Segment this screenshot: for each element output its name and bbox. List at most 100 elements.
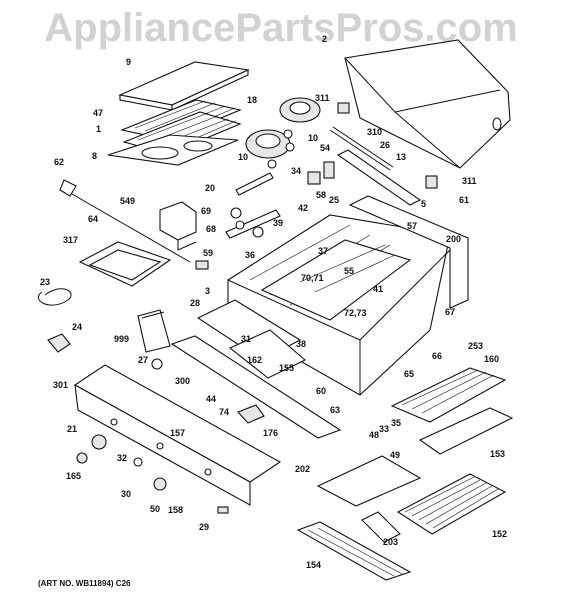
- part-label: 1: [96, 124, 102, 134]
- part-label: 8: [92, 151, 98, 161]
- part-label: 41: [373, 284, 384, 294]
- knob-part: [76, 452, 88, 464]
- rotisserie-motor-part: [159, 201, 197, 241]
- part-label: 311: [315, 93, 330, 103]
- knob-part: [195, 260, 209, 270]
- part-label: 21: [67, 424, 78, 434]
- part-label: 48: [369, 430, 380, 440]
- cover-part: [316, 455, 422, 507]
- part-label: 33: [379, 424, 390, 434]
- part-label: 13: [396, 152, 407, 162]
- part-label: 55: [344, 266, 355, 276]
- part-label: 31: [241, 334, 252, 344]
- burner-part: [245, 97, 321, 169]
- part-label: 64: [88, 214, 99, 224]
- part-label: 26: [380, 140, 391, 150]
- part-label: 59: [203, 248, 214, 258]
- bracket-part: [337, 102, 350, 114]
- control-panel-part: [73, 364, 282, 506]
- valve-bracket-part: [225, 209, 281, 239]
- part-label: 35: [391, 418, 402, 428]
- part-label: 310: [367, 127, 383, 137]
- bracket-part: [361, 511, 401, 543]
- warming-rack-part: [390, 367, 507, 423]
- knob-part: [151, 358, 163, 370]
- bracket-part: [237, 404, 265, 424]
- part-label: 25: [329, 195, 340, 205]
- spit-rod-part: [64, 189, 191, 263]
- part-label: 38: [296, 339, 307, 349]
- part-label: 61: [459, 195, 470, 205]
- part-label: 152: [492, 529, 508, 539]
- part-label: 36: [245, 250, 256, 260]
- part-label: 42: [298, 203, 309, 213]
- part-label: 317: [63, 235, 79, 245]
- part-label: 23: [40, 277, 51, 287]
- part-label: 311: [462, 176, 477, 186]
- part-label: 2: [322, 34, 328, 44]
- part-label: 37: [318, 246, 329, 256]
- bracket-part: [307, 171, 321, 185]
- part-label: 62: [54, 157, 65, 167]
- part-label: 58: [316, 190, 327, 200]
- bracket-part: [323, 161, 335, 179]
- part-label: 10: [238, 152, 249, 162]
- part-label: 5: [421, 199, 427, 209]
- part-label: 253: [468, 341, 484, 351]
- rod-part: [329, 129, 391, 171]
- part-label: 158: [168, 505, 184, 515]
- wire-rack-part: [296, 521, 412, 581]
- part-label: 29: [199, 522, 210, 532]
- part-label: 301: [53, 380, 69, 390]
- part-label: 47: [93, 108, 104, 118]
- part-label: 9: [126, 57, 132, 67]
- part-label: 54: [320, 143, 331, 153]
- art-number-caption: (ART NO. WB11894) C26: [38, 579, 131, 588]
- side-panel-part: [348, 195, 469, 309]
- grate-part: [396, 473, 507, 535]
- gas-hose-part: [37, 288, 72, 306]
- part-label: 44: [206, 394, 217, 404]
- part-label: 202: [295, 464, 311, 474]
- griddle-plate-part: [118, 61, 250, 111]
- part-label: 69: [201, 206, 212, 216]
- knob-part: [153, 477, 167, 491]
- part-label: 74: [219, 407, 230, 417]
- part-label: 32: [117, 453, 128, 463]
- part-label: 176: [263, 428, 279, 438]
- knob-part: [91, 434, 107, 450]
- part-label: 24: [72, 322, 83, 332]
- drip-tray-part: [107, 134, 239, 166]
- part-label: 154: [306, 560, 322, 570]
- part-label: 18: [247, 95, 258, 105]
- part-label: 3: [205, 286, 211, 296]
- part-label: 153: [490, 449, 506, 459]
- part-label: 160: [484, 354, 500, 364]
- part-label: 72,73: [344, 308, 367, 318]
- knob-part: [133, 457, 143, 467]
- part-label: 66: [432, 351, 443, 361]
- part-label: 20: [205, 183, 216, 193]
- part-label: 68: [206, 224, 217, 234]
- part-label: 10: [308, 133, 319, 143]
- part-label: 549: [120, 196, 136, 206]
- part-label: 155: [279, 363, 295, 373]
- rotisserie-burner-part: [336, 149, 422, 206]
- part-label: 300: [175, 376, 191, 386]
- part-label: 39: [273, 218, 284, 228]
- hood-part: [344, 39, 511, 169]
- part-label: 157: [170, 428, 186, 438]
- part-label: 49: [390, 450, 401, 460]
- part-label: 999: [114, 334, 130, 344]
- part-label: 203: [383, 537, 399, 547]
- part-label: 70,71: [301, 273, 324, 283]
- part-label: 60: [316, 386, 327, 396]
- part-label: 162: [247, 355, 263, 365]
- part-label: 34: [291, 166, 302, 176]
- part-label: 27: [138, 355, 149, 365]
- part-label: 50: [150, 504, 161, 514]
- bracket-part: [217, 506, 229, 514]
- bracket-part: [425, 175, 438, 189]
